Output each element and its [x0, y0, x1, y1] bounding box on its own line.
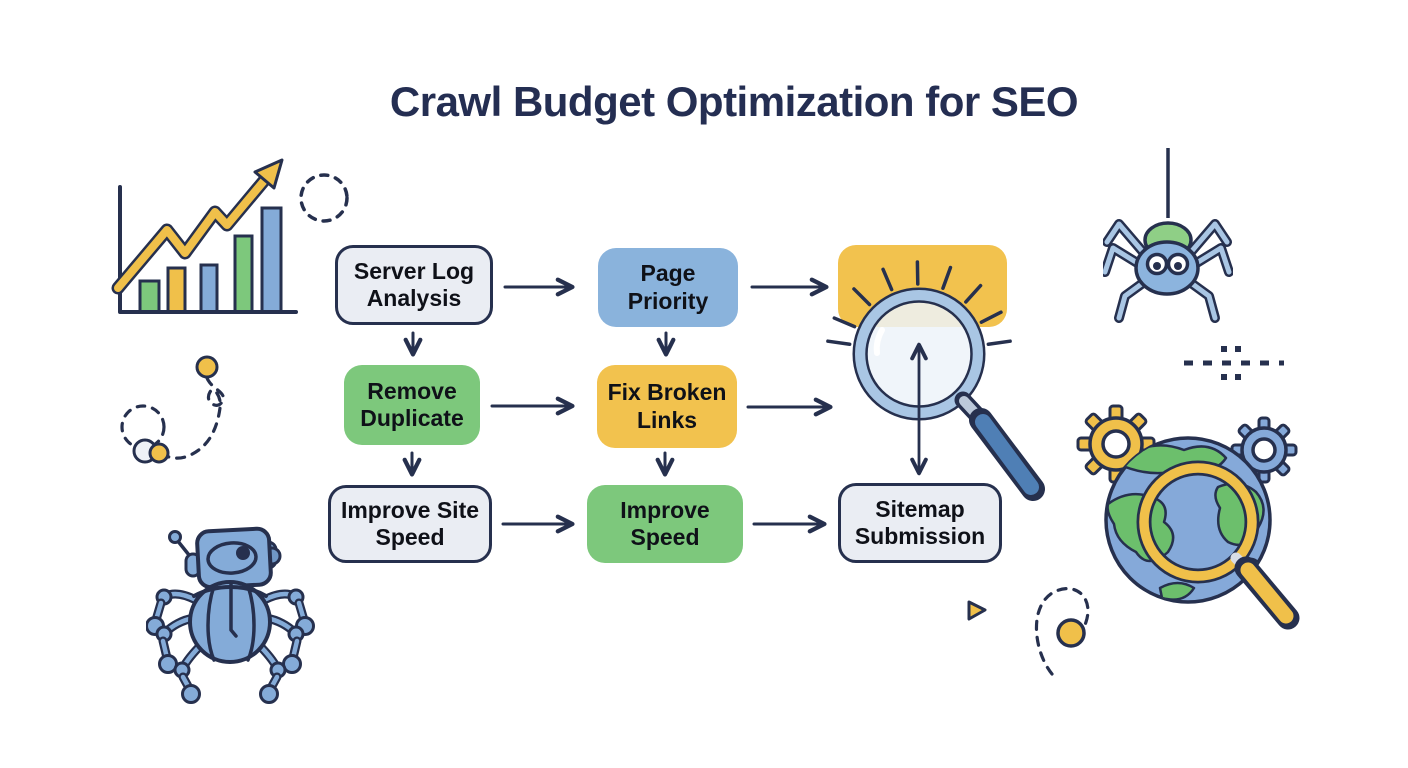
page-title: Crawl Budget Optimization for SEO — [389, 78, 1079, 125]
hanging-spider-icon — [1103, 148, 1233, 326]
crawler-robot-icon — [146, 512, 331, 707]
node-remove-duplicate: Remove Duplicate — [344, 365, 480, 445]
dashed-circle-icon — [296, 170, 352, 226]
plus-dashes-icon — [1182, 340, 1286, 386]
globe-gears-magnifier-icon — [1068, 392, 1308, 644]
growth-chart-icon — [100, 152, 300, 322]
node-server-log-analysis: Server Log Analysis — [335, 245, 493, 325]
triangle-icon — [966, 600, 988, 622]
node-improve-speed: Improve Speed — [587, 485, 743, 563]
node-page-priority: Page Priority — [598, 248, 738, 327]
gear-blue — [1230, 416, 1298, 484]
dashed-squiggle-icon — [100, 350, 260, 465]
dashed-loop-dot-icon — [1026, 580, 1104, 678]
node-fix-broken-links: Fix Broken Links — [597, 365, 737, 448]
node-improve-site-speed: Improve Site Speed — [328, 485, 492, 563]
node-sitemap-submission: Sitemap Submission — [838, 483, 1002, 563]
node-highlight-box — [838, 245, 1007, 327]
